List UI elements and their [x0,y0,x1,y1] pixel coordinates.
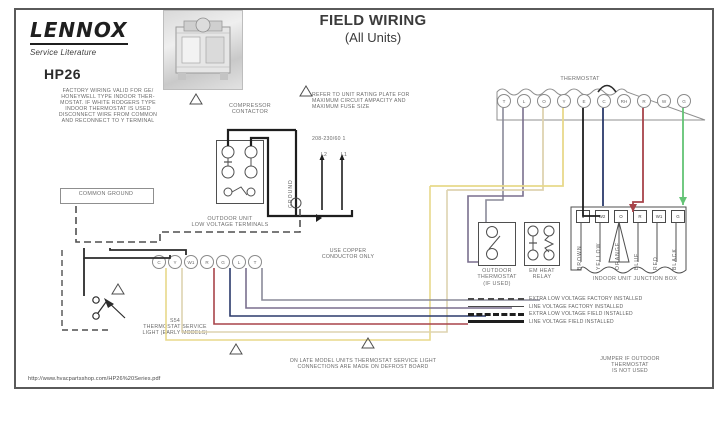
thermostat-terminal-w: W [657,94,671,108]
lennox-logo: LENNOX Service Literature HP26 [30,18,128,82]
condensing-unit-photo [163,10,243,90]
compressor-contactor-label: COMPRESSOR CONTACTOR [229,103,271,116]
unit-photo-shapes [175,17,231,80]
legend-label: EXTRA LOW VOLTAGE FACTORY INSTALLED [529,296,643,302]
legend-label: LINE VOLTAGE FACTORY INSTALLED [529,303,624,310]
service-light-note: S54 THERMOSTAT SERVICE LIGHT (EARLY MODE… [142,318,208,337]
legend-row: LINE VOLTAGE FIELD INSTALLED [468,319,642,325]
thermostat-terminal-g: G [677,94,691,108]
source-url: http://www.hvacpartsshop.com/HP26%20Seri… [28,376,161,382]
supply-label: 208-230/60 1 [312,136,346,142]
compressor-contactor-box [216,140,264,204]
rating-plate-note: REFER TO UNIT RATING PLATE FOR MAXIMUM C… [312,92,410,111]
legend-line-sample [468,306,524,308]
outdoor-thermostat-label: OUTDOOR THERMOSTAT (IF USED) [477,268,517,287]
thermostat-terminal-l: L [517,94,531,108]
outdoor-thermostat-box [478,222,516,266]
legend-label: LINE VOLTAGE FIELD INSTALLED [529,318,614,325]
page-title: FIELD WIRING (All Units) [278,12,468,46]
service-literature-label: Service Literature [30,48,97,57]
model-number: HP26 [44,66,82,82]
outdoor-terminal-t: T [248,255,262,269]
legend-row: EXTRA LOW VOLTAGE FACTORY INSTALLED [468,296,642,302]
l1-label: L1 [340,152,348,158]
copper-conductor-note: USE COPPER CONDUCTOR ONLY [321,248,375,261]
junction-terminal-o: O [614,210,628,223]
brand-name: LENNOX [30,18,128,45]
thermostat-terminal-r: R [637,94,651,108]
outdoor-terminal-r: R [200,255,214,269]
outdoor-terminals-label: OUTDOOR UNIT LOW VOLTAGE TERMINALS [191,216,269,229]
jumper-note: JUMPER IF OUTDOOR THERMOSTAT IS NOT USED [600,356,660,375]
legend-line-sample [468,312,524,316]
outdoor-terminal-g: G [216,255,230,269]
title-text: FIELD WIRING [319,12,427,29]
defrost-board-note: ON LATE MODEL UNITS THERMOSTAT SERVICE L… [289,358,437,371]
thermostat-terminal-e: E [577,94,591,108]
legend-row: LINE VOLTAGE FACTORY INSTALLED [468,304,642,310]
thermostat-terminal-y: Y [557,94,571,108]
legend-row: EXTRA LOW VOLTAGE FIELD INSTALLED [468,311,642,317]
junction-terminal-r: R [633,210,647,223]
em-heat-relay-box [524,222,560,266]
thermostat-terminal-rh: RH [617,94,631,108]
legend-line-sample [468,298,524,300]
thermostat-terminal-o: O [537,94,551,108]
subtitle-text: (All Units) [344,30,402,45]
junction-box-label: INDOOR UNIT JUNCTION BOX [592,276,678,282]
diagram-border [14,8,714,389]
legend-line-sample [468,320,524,324]
outdoor-terminal-y: Y [168,255,182,269]
junction-terminal-w1: W1 [652,210,666,223]
thermostat-label: THERMOSTAT [560,76,600,82]
l2-label: L2 [320,152,328,158]
outdoor-terminal-l: L [232,255,246,269]
em-heat-relay-label: EM HEAT RELAY [529,268,555,281]
outdoor-terminal-w1: W1 [184,255,198,269]
factory-wiring-note: FACTORY WIRING VALID FOR GE/ HONEYWELL T… [58,88,158,125]
thermostat-terminal-t: T [497,94,511,108]
thermostat-terminal-c: C [597,94,611,108]
junction-terminal-g: G [671,210,685,223]
legend-label: EXTRA LOW VOLTAGE FIELD INSTALLED [529,311,633,318]
common-ground-label: COMMON GROUND [78,191,134,197]
common-ground-box [60,188,154,204]
